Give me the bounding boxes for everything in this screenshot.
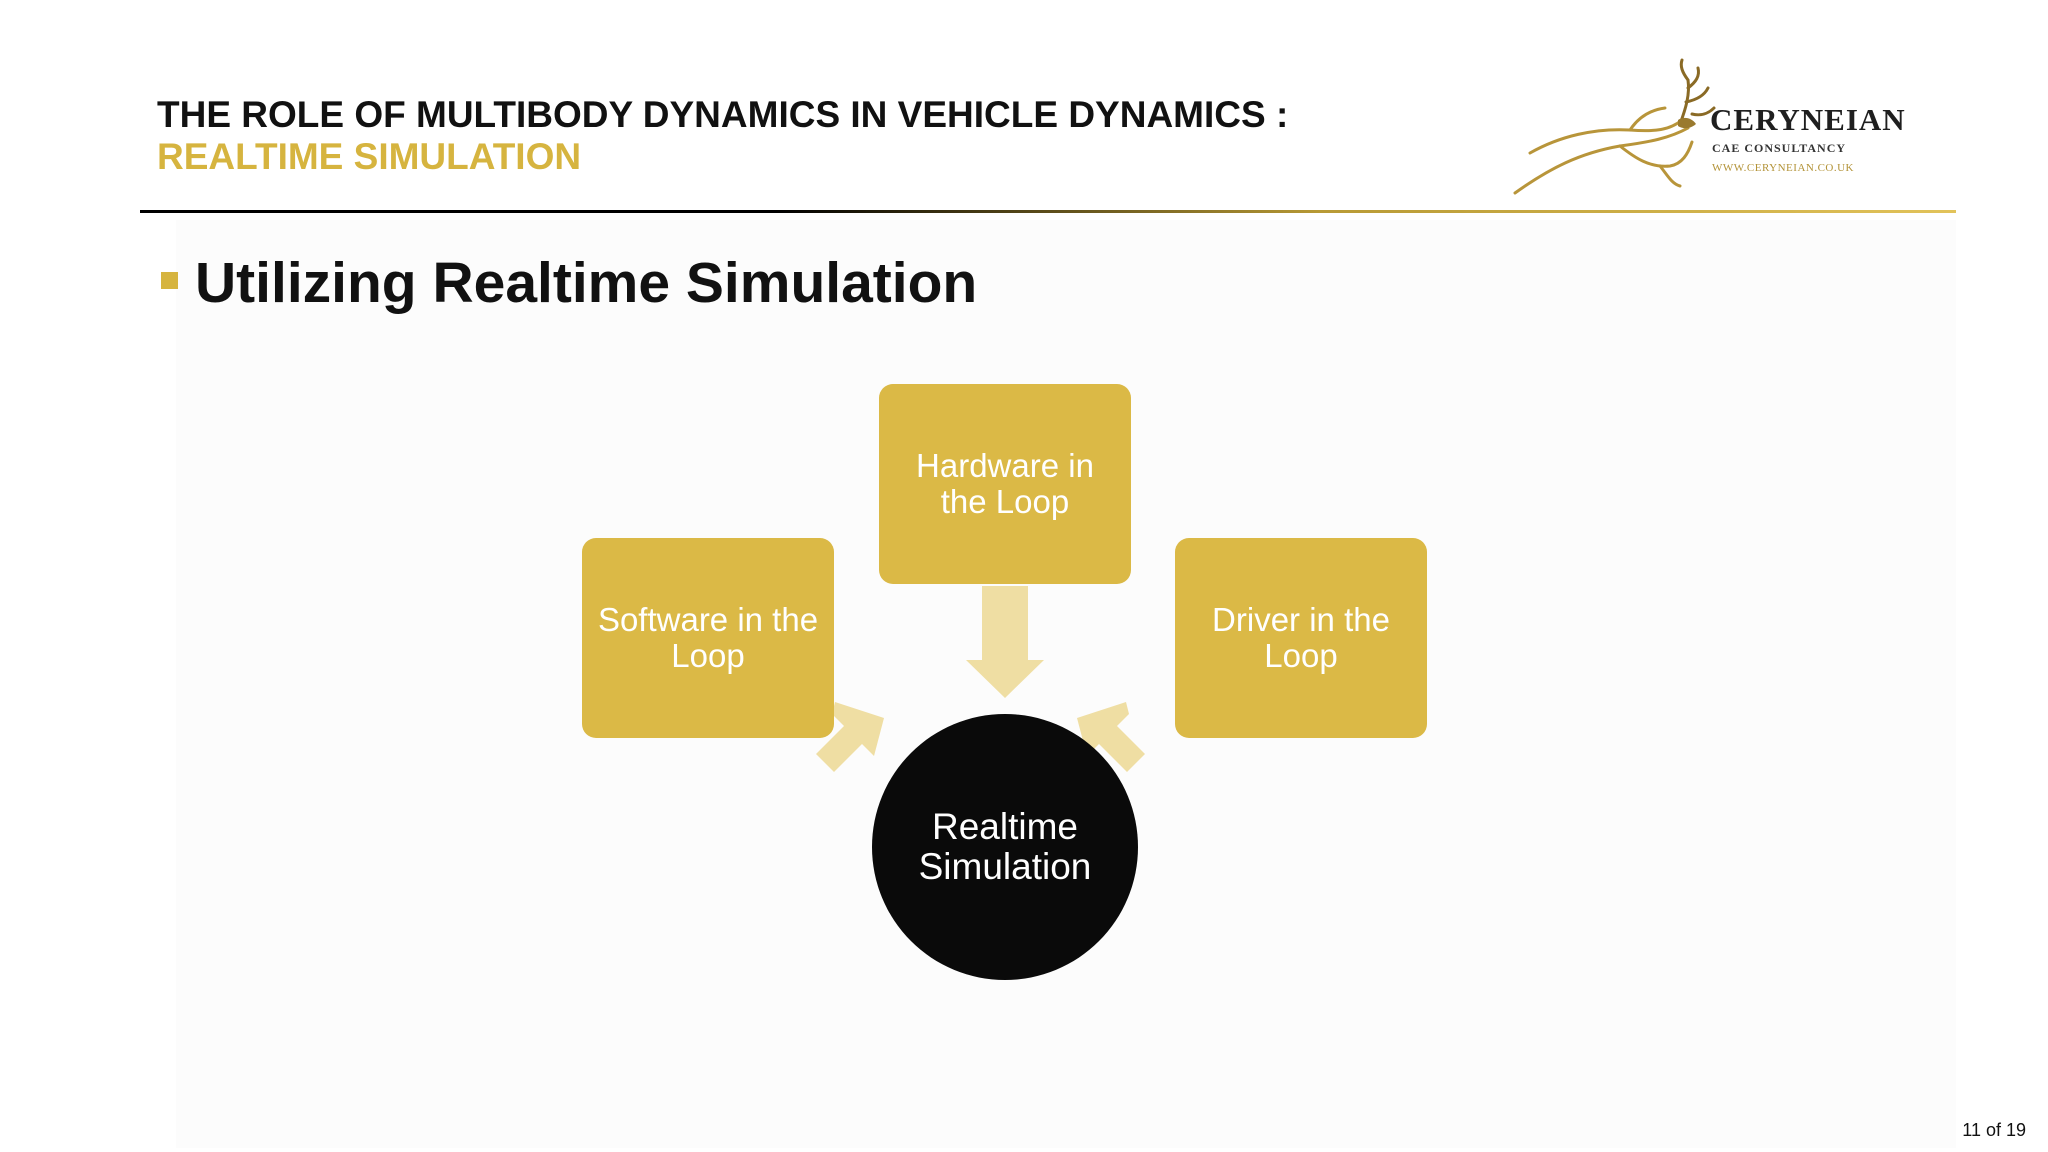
logo-tagline: CAE CONSULTANCY <box>1712 141 1847 155</box>
hardware-in-loop-box: Hardware in the Loop <box>879 384 1131 584</box>
page-number: 11 of 19 <box>1962 1120 2026 1140</box>
logo-name: CERYNEIAN <box>1710 102 1906 137</box>
driver-in-loop-box: Driver in the Loop <box>1175 538 1427 738</box>
arrow-software-to-center <box>816 702 884 772</box>
realtime-simulation-circle: Realtime Simulation <box>872 714 1138 980</box>
ceryneian-stag-icon <box>1513 58 1716 195</box>
logo-url: WWW.CERYNEIAN.CO.UK <box>1712 162 1854 174</box>
slide-title: THE ROLE OF MULTIBODY DYNAMICS IN VEHICL… <box>157 94 1289 135</box>
square-bullet-icon <box>161 272 178 289</box>
slide-subtitle: REALTIME SIMULATION <box>157 136 582 177</box>
arrow-driver-to-center <box>1077 702 1145 772</box>
arrow-hardware-to-center <box>966 586 1044 698</box>
content-area <box>176 220 1956 1148</box>
software-in-loop-box: Software in the Loop <box>582 538 834 738</box>
bullet-heading: Utilizing Realtime Simulation <box>195 251 978 315</box>
header-divider <box>140 210 1956 213</box>
